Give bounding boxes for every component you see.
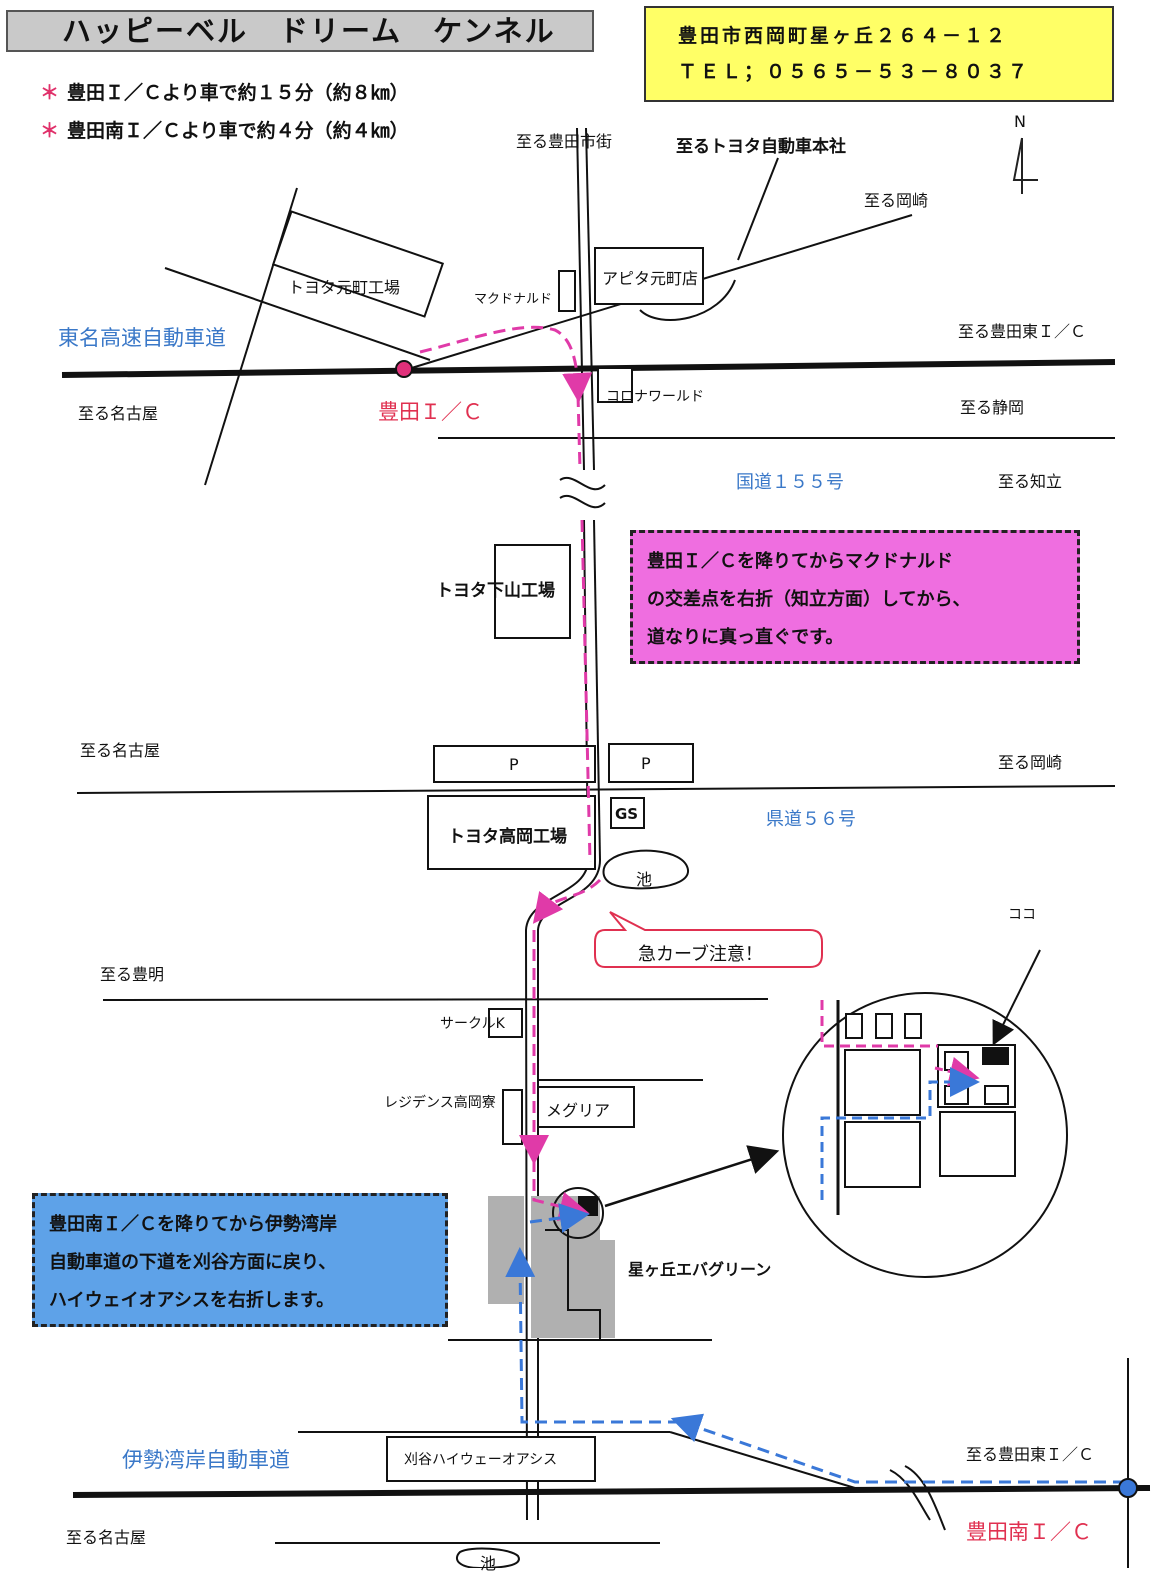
- label-to-toyota-city: 至る豊田市街: [516, 132, 613, 151]
- evergreen-complex: [488, 1187, 615, 1340]
- label-shimoyama-plant: トヨタ下山工場: [436, 581, 555, 601]
- access-note-2: ＊豊田南Ｉ／Ｃより車で約４分（約４㎞）: [40, 120, 409, 142]
- label-takaoka-plant: トヨタ高岡工場: [448, 827, 567, 847]
- route-from-toyota-ic: [419, 325, 602, 1222]
- direction-line: の交差点を右折（知立方面）してから、: [647, 589, 971, 610]
- label-circle-k: サークルK: [440, 1016, 505, 1032]
- roads: [76, 157, 1129, 1568]
- label-to-shizuoka: 至る静岡: [960, 398, 1025, 417]
- label-tomei-expressway: 東名高速自動車道: [58, 326, 226, 350]
- label-to-toyota-hq: 至るトヨタ自動車本社: [676, 137, 846, 157]
- zoom-circle: [782, 949, 1068, 1278]
- label-to-toyota-east-bottom: 至る豊田東Ｉ／Ｃ: [966, 1445, 1095, 1464]
- directions-from-toyota-minami-ic: 豊田南Ｉ／Ｃを降りてから伊勢湾岸 自動車道の下道を刈谷方面に戻り、 ハイウェイオ…: [32, 1193, 448, 1327]
- direction-line: ハイウェイオアシスを右折します。: [49, 1290, 335, 1311]
- toyota-minami-ic-marker: [1118, 1478, 1138, 1498]
- direction-line: 道なりに真っ直ぐです。: [647, 627, 844, 648]
- label-to-nagoya-3: 至る名古屋: [66, 1528, 147, 1547]
- route-from-toyota-minami-ic: [505, 1203, 1125, 1484]
- label-koko: ココ: [1008, 907, 1036, 923]
- label-to-nagoya-2: 至る名古屋: [80, 741, 161, 760]
- label-evergreen: 星ヶ丘エバグリーン: [628, 1260, 772, 1279]
- directions-from-toyota-ic: 豊田Ｉ／Ｃを降りてからマクドナルド の交差点を右折（知立方面）してから、 道なり…: [630, 530, 1080, 664]
- label-apita: アピタ元町店: [602, 269, 699, 288]
- telephone: ＴＥＬ；０５６５－５３－８０３７: [678, 61, 1031, 83]
- compass-label: N: [1014, 112, 1026, 131]
- label-to-okazaki-mid: 至る岡崎: [998, 753, 1063, 772]
- direction-line: 豊田南Ｉ／Ｃを降りてから伊勢湾岸: [49, 1214, 337, 1235]
- label-isewan-expressway: 伊勢湾岸自動車道: [122, 1448, 290, 1472]
- curve-callout: [594, 911, 823, 968]
- label-gas-station: GS: [615, 805, 639, 823]
- label-pref-road-56: 県道５６号: [766, 809, 856, 830]
- label-route155: 国道１５５号: [736, 472, 844, 493]
- label-pond-2: 池: [480, 1554, 497, 1573]
- label-to-toyota-east-top: 至る豊田東Ｉ／Ｃ: [958, 322, 1087, 341]
- direction-line: 豊田Ｉ／Ｃを降りてからマクドナルド: [647, 551, 953, 572]
- label-meguria: メグリア: [546, 1101, 611, 1120]
- label-kariya-oasis: 刈谷ハイウェーオアシス: [404, 1452, 558, 1468]
- label-parking-2: P: [641, 754, 651, 773]
- direction-line: 自動車道の下道を刈谷方面に戻り、: [49, 1252, 337, 1273]
- label-motomachi-plant: トヨタ元町工場: [288, 278, 401, 297]
- page-title: ハッピーベル ドリーム ケンネル: [6, 10, 594, 52]
- label-parking-1: P: [509, 755, 519, 774]
- label-pond-1: 池: [636, 870, 653, 889]
- label-toyota-ic: 豊田Ｉ／Ｃ: [378, 400, 483, 424]
- isewan-expressway: [72, 1485, 1151, 1498]
- label-to-okazaki-top: 至る岡崎: [864, 191, 929, 210]
- label-to-chiryu: 至る知立: [998, 472, 1063, 491]
- address-box: 豊田市西岡町星ヶ丘２６４－１２ ＴＥＬ；０５６５－５３－８０３７: [644, 6, 1114, 102]
- tomei-expressway: [61, 359, 1116, 378]
- label-sharp-curve: 急カーブ注意！: [638, 944, 763, 965]
- buildings: [271, 210, 704, 1568]
- label-residence: レジデンス高岡寮: [384, 1095, 496, 1111]
- north-arrow-icon: [1012, 137, 1038, 194]
- access-note-1: ＊豊田Ｉ／Ｃより車で約１５分（約８㎞）: [40, 82, 409, 104]
- address: 豊田市西岡町星ヶ丘２６４－１２: [678, 25, 1009, 47]
- label-corona-world: コロナワールド: [606, 389, 704, 405]
- label-toyota-minami-ic: 豊田南Ｉ／Ｃ: [966, 1520, 1092, 1544]
- label-to-toyoake: 至る豊明: [100, 965, 165, 984]
- label-mcdonalds: マクドナルド: [474, 292, 553, 307]
- toyota-ic-marker: [395, 360, 413, 378]
- label-to-nagoya-1: 至る名古屋: [78, 404, 159, 423]
